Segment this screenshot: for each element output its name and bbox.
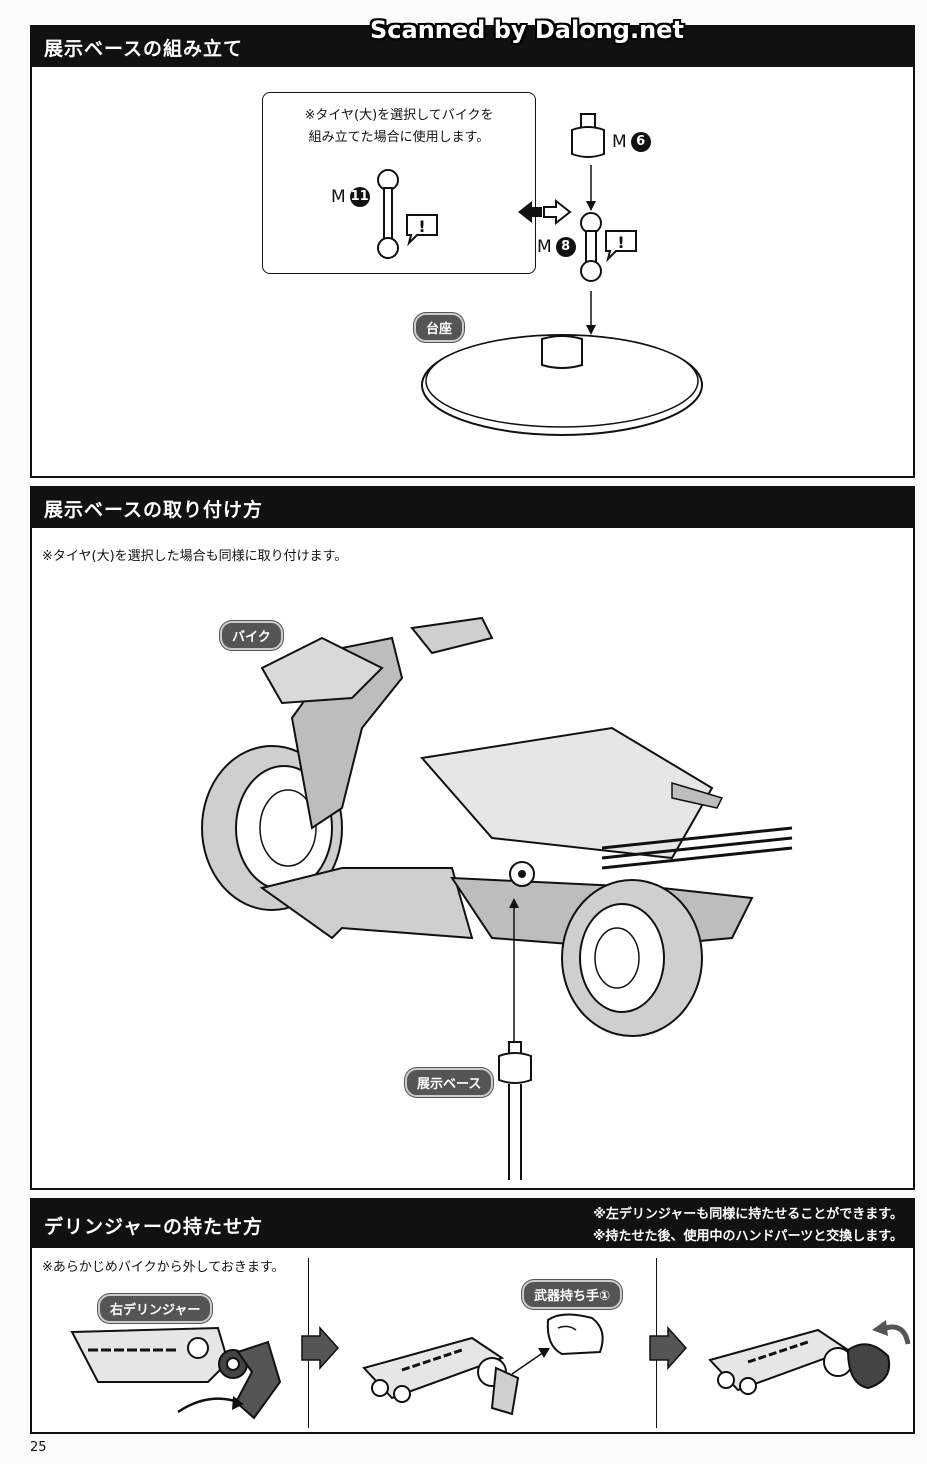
section-base-attachment: 展示ベースの取り付け方 ※タイヤ(大)を選択した場合も同様に取り付けます。 バイ…: [30, 486, 915, 1190]
section-header: デリンジャーの持たせ方 ※左デリンジャーも同様に持たせることができます。 ※持た…: [32, 1200, 913, 1248]
step-arrow-icon: [301, 1326, 340, 1370]
section-base-assembly: 展示ベースの組み立て ※タイヤ(大)を選択してバイクを 組み立てた場合に使用しま…: [30, 25, 915, 478]
remove-from-bike-note: ※あらかじめバイクから外しておきます。: [42, 1260, 285, 1275]
section-header: 展示ベースの取り付け方: [32, 488, 913, 528]
derringer-notes: ※左デリンジャーも同様に持たせることができます。 ※持たせた後、使用中のハンドパ…: [593, 1204, 903, 1248]
callout-text: ※タイヤ(大)を選択してバイクを 組み立てた場合に使用します。: [304, 108, 494, 145]
section-title: 展示ベースの組み立て: [44, 38, 244, 60]
section-title: デリンジャーの持たせ方: [44, 1216, 264, 1238]
svg-text:!: !: [418, 217, 425, 236]
weapon-hand-label: 武器持ち手①: [522, 1280, 623, 1309]
caution-icon: !: [605, 230, 637, 263]
weapon-hand-drawing: [546, 1313, 604, 1356]
display-base-post-drawing: [498, 1041, 532, 1180]
step-arrow-icon: [649, 1326, 688, 1370]
swap-arrow-icon: [518, 198, 572, 226]
section-derringer-holding: デリンジャーの持たせ方 ※左デリンジャーも同様に持たせることができます。 ※持た…: [30, 1198, 915, 1434]
hand-swap-note: ※持たせた後、使用中のハンドパーツと交換します。: [592, 1229, 903, 1244]
svg-text:!: !: [617, 233, 624, 252]
section-title: 展示ベースの取り付け方: [44, 499, 264, 521]
derringer-drawing-step2: [362, 1336, 550, 1416]
bike-label: バイク: [220, 621, 283, 650]
display-base-label: 展示ベース: [405, 1068, 494, 1097]
derringer-drawing-step3: [708, 1320, 911, 1395]
stand-base-drawing: [421, 334, 703, 436]
joint-part-m8-drawing: [580, 212, 602, 282]
scanner-watermark: Scanned by Dalong.net: [370, 16, 684, 44]
derringer-drawing-step1: [70, 1326, 282, 1420]
page-number: 25: [30, 1440, 47, 1455]
joint-part-m11-drawing: [377, 169, 399, 259]
section-header: 展示ベースの組み立て: [32, 27, 913, 67]
part-number-badge: 11: [349, 187, 370, 207]
left-derringer-note: ※左デリンジャーも同様に持たせることができます。: [593, 1207, 903, 1222]
part-number-badge: 6: [630, 132, 651, 152]
caution-icon: !: [406, 214, 438, 247]
part-number-badge: 8: [555, 237, 576, 257]
base-label: 台座: [414, 313, 465, 342]
right-derringer-label: 右デリンジャー: [98, 1294, 213, 1323]
cap-part-m6-drawing: [571, 113, 605, 158]
attachment-note: ※タイヤ(大)を選択した場合も同様に取り付けます。: [42, 549, 348, 564]
motorcycle-drawing: [201, 616, 793, 1037]
down-arrow-icon: [586, 291, 596, 335]
down-arrow-icon: [586, 165, 596, 211]
